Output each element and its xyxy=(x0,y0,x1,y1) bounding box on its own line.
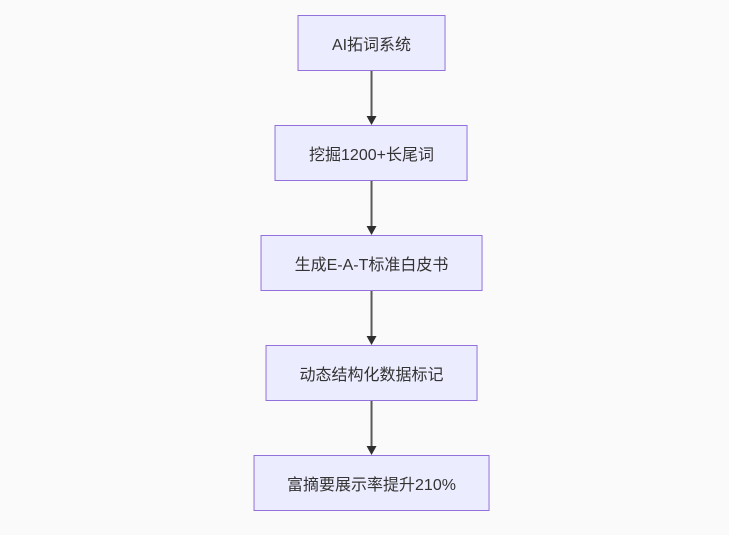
arrow-shaft xyxy=(370,401,373,446)
arrow-shaft xyxy=(370,71,373,116)
arrowhead-icon xyxy=(366,336,377,345)
flowchart: AI拓词系统 挖掘1200+长尾词 生成E-A-T标准白皮书 动态结构化数据标记 xyxy=(253,15,490,511)
node-label: 动态结构化数据标记 xyxy=(299,367,444,384)
flowchart-node-step3: 生成E-A-T标准白皮书 xyxy=(260,235,483,291)
flowchart-node-step5: 富摘要展示率提升210% xyxy=(253,455,490,511)
arrowhead-icon xyxy=(366,226,377,235)
arrow-down-icon xyxy=(366,401,377,455)
arrowhead-icon xyxy=(366,116,377,125)
node-label: 富摘要展示率提升210% xyxy=(287,477,456,494)
arrowhead-icon xyxy=(366,446,377,455)
flowchart-node-step2: 挖掘1200+长尾词 xyxy=(275,125,468,181)
flowchart-node-step1: AI拓词系统 xyxy=(297,15,446,71)
arrow-down-icon xyxy=(366,71,377,125)
node-label: 挖掘1200+长尾词 xyxy=(309,147,434,164)
arrow-down-icon xyxy=(366,181,377,235)
arrow-down-icon xyxy=(366,291,377,345)
flowchart-node-step4: 动态结构化数据标记 xyxy=(265,345,478,401)
node-label: AI拓词系统 xyxy=(331,37,412,54)
arrow-shaft xyxy=(370,291,373,336)
arrow-shaft xyxy=(370,181,373,226)
node-label: 生成E-A-T标准白皮书 xyxy=(294,257,449,274)
